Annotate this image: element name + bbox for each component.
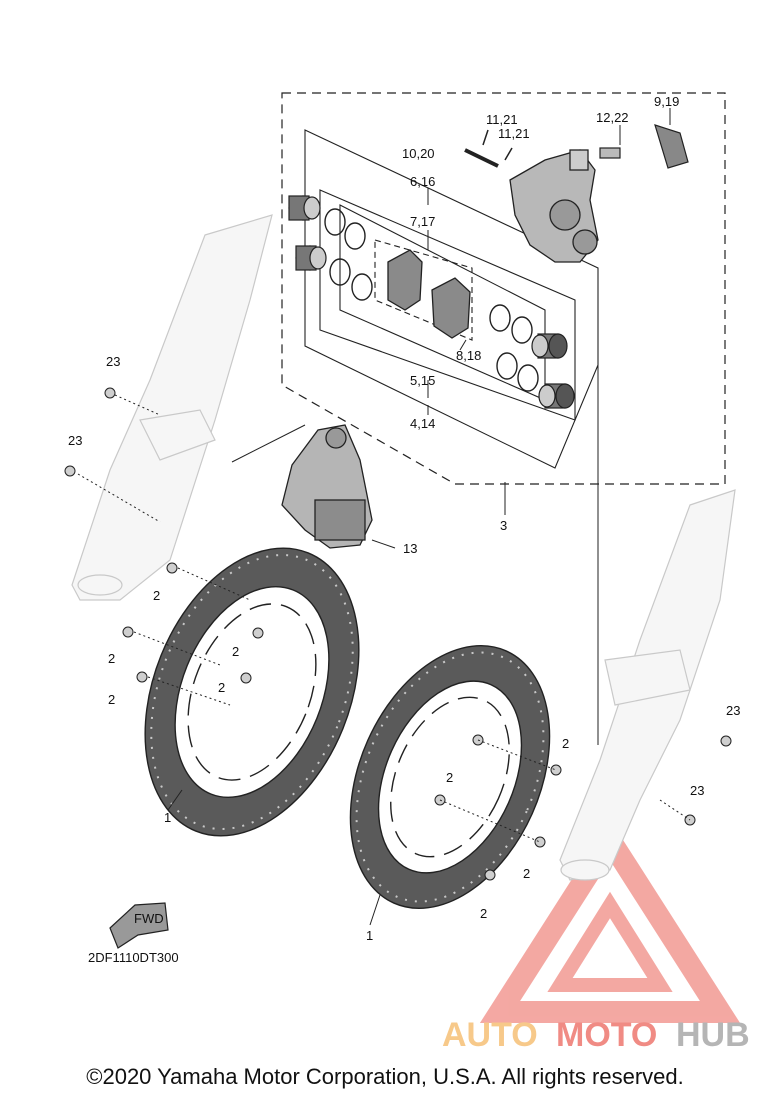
callout-2-a: 2 (153, 588, 160, 603)
diagram-code: 2DF1110DT300 (88, 950, 179, 965)
callout-6-16: 6,16 (410, 174, 435, 189)
lower-caliper (281, 424, 373, 549)
disc-bolts (64, 387, 732, 881)
callout-1-a: 1 (164, 810, 171, 825)
upper-caliper-body (509, 149, 599, 263)
caliper-pins (464, 124, 689, 169)
callout-5-15: 5,15 (410, 373, 435, 388)
left-brake-disc (144, 547, 360, 837)
dotted-leaders (77, 394, 691, 843)
fwd-label: FWD (134, 911, 164, 926)
callout-4-14: 4,14 (410, 416, 435, 431)
right-pistons (531, 333, 575, 409)
callout-10-20: 10,20 (402, 146, 435, 161)
right-seals (489, 304, 539, 392)
callout-23-a: 23 (106, 354, 120, 369)
callout-11-21-b: 11,21 (498, 126, 530, 141)
callout-23-c: 23 (726, 703, 740, 718)
callout-2-e: 2 (218, 680, 225, 695)
watermark-moto: MOTO (556, 1016, 657, 1054)
callout-2-c: 2 (108, 692, 115, 707)
left-fork-tube (71, 214, 273, 601)
callout-2-g: 2 (446, 770, 453, 785)
callout-2-i: 2 (480, 906, 487, 921)
callout-2-f: 2 (562, 736, 569, 751)
forward-arrow-icon: FWD (109, 902, 169, 949)
right-fork-tube (559, 489, 736, 881)
watermark-auto: AUTO (442, 1016, 538, 1054)
callout-3: 3 (500, 518, 507, 533)
watermark-hub: HUB (676, 1016, 750, 1054)
callout-23-d: 23 (690, 783, 704, 798)
callout-12-22: 12,22 (596, 110, 629, 125)
callout-9-19: 9,19 (654, 94, 679, 109)
left-pistons (288, 195, 327, 271)
watermark-logo (479, 819, 741, 1023)
caliper-kit-boundary (281, 92, 726, 485)
callout-7-17: 7,17 (410, 214, 435, 229)
callout-1-b: 1 (366, 928, 373, 943)
watermark-brand: AUTO MOTO HUB (442, 1016, 750, 1054)
callout-labels: 11,21 11,21 10,20 12,22 9,19 6,16 7,17 8… (68, 94, 740, 943)
callout-2-h: 2 (523, 866, 530, 881)
left-seals (324, 208, 373, 301)
leader-lines (167, 108, 671, 926)
copyright-notice: ©2020 Yamaha Motor Corporation, U.S.A. A… (86, 1064, 684, 1089)
callout-8-18: 8,18 (456, 348, 481, 363)
callout-2-b: 2 (108, 651, 115, 666)
callout-11-21-a: 11,21 (486, 112, 518, 127)
brake-pads (387, 249, 471, 339)
callout-23-b: 23 (68, 433, 82, 448)
callout-2-d: 2 (232, 644, 239, 659)
right-brake-disc (349, 645, 551, 909)
callout-13: 13 (403, 541, 417, 556)
